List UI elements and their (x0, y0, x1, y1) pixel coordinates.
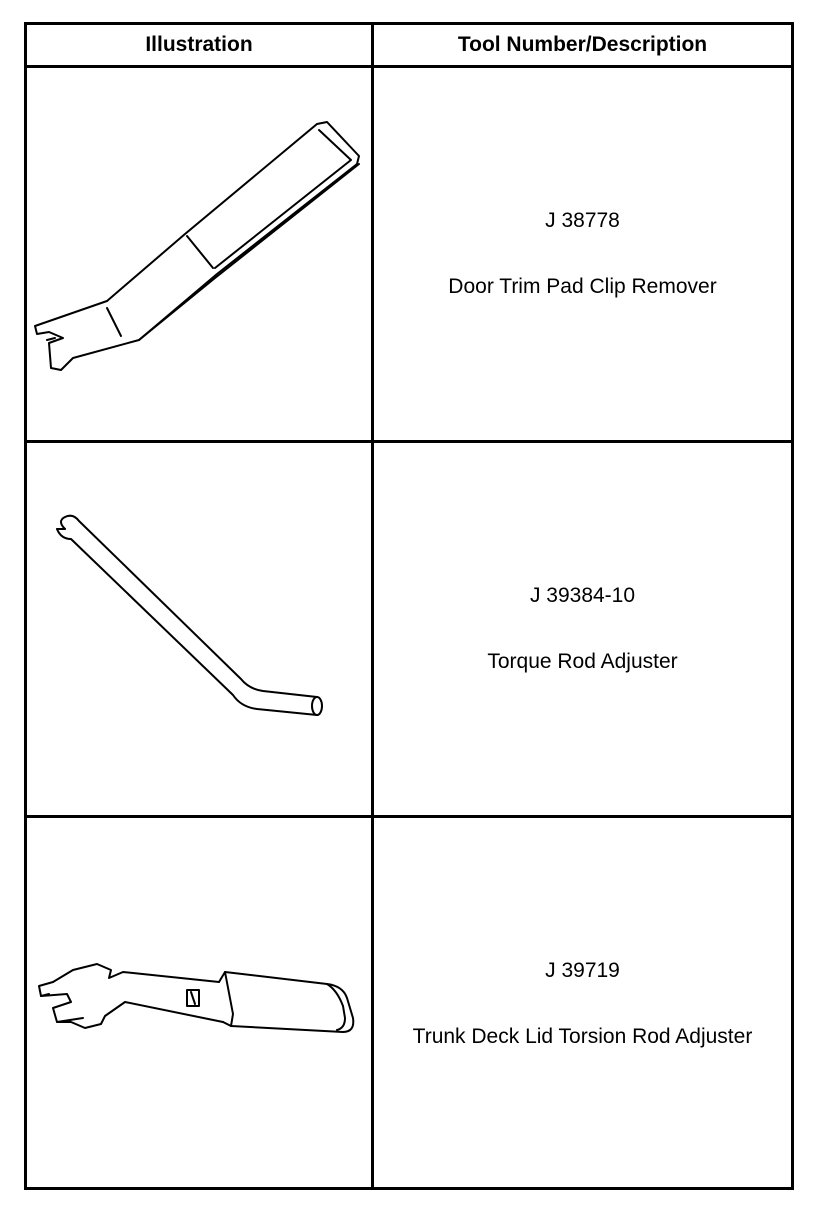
torsion-rod-adjuster-icon (38, 963, 355, 1033)
description-cell: J 39384-10 Torque Rod Adjuster (374, 443, 791, 815)
table-row: J 38778 Door Trim Pad Clip Remover (27, 68, 791, 443)
door-trim-pad-clip-remover-icon (34, 121, 360, 371)
header-tool-description: Tool Number/Description (457, 33, 708, 56)
illustration-cell (27, 68, 371, 440)
tool-number: J 39719 (545, 959, 620, 982)
tool-description: Trunk Deck Lid Torsion Rod Adjuster (412, 1025, 753, 1048)
tool-table: Illustration Tool Number/Description J 3… (24, 22, 794, 1190)
torque-rod-adjuster-icon (56, 514, 323, 716)
column-divider (371, 25, 374, 1187)
tool-number: J 39384-10 (529, 584, 636, 607)
tool-description: Torque Rod Adjuster (487, 650, 678, 673)
tool-number: J 38778 (545, 209, 620, 232)
description-cell: J 38778 Door Trim Pad Clip Remover (374, 68, 791, 440)
table-header-row: Illustration Tool Number/Description (27, 25, 791, 68)
table-row: J 39719 Trunk Deck Lid Torsion Rod Adjus… (27, 818, 791, 1190)
header-illustration: Illustration (145, 33, 253, 56)
illustration-cell (27, 443, 371, 815)
tool-description: Door Trim Pad Clip Remover (448, 275, 717, 298)
illustration-cell (27, 818, 371, 1190)
table-row: J 39384-10 Torque Rod Adjuster (27, 443, 791, 818)
description-cell: J 39719 Trunk Deck Lid Torsion Rod Adjus… (374, 818, 791, 1190)
